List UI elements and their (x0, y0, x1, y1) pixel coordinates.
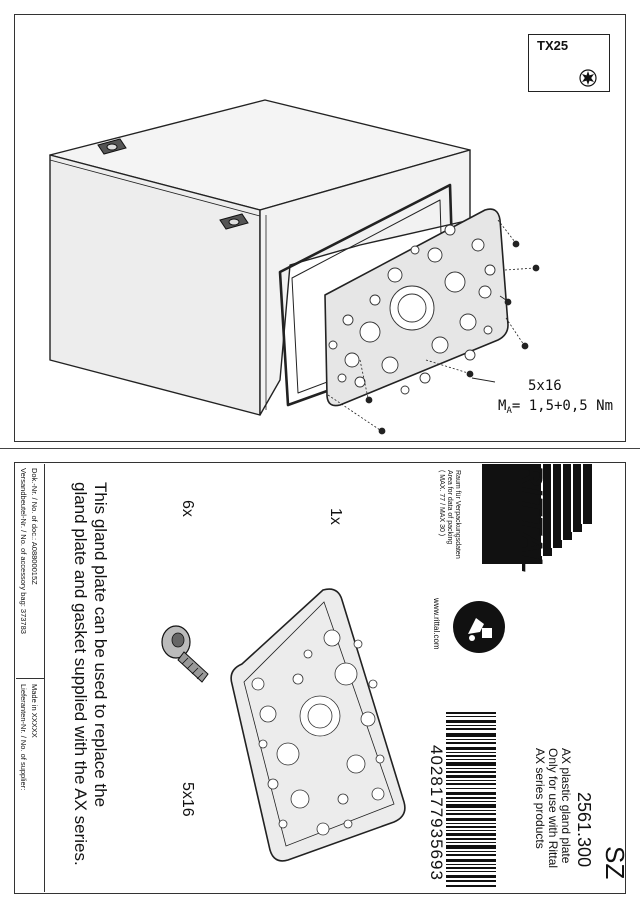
rittal-logo (478, 464, 618, 564)
torque-spec: MA= 1,5+0,5 Nm (498, 398, 614, 416)
tool-callout-box: TX25 (528, 34, 610, 92)
product-label-panel (14, 462, 626, 894)
packing-data-area: Raum für Verpackungsdaten Area for data … (438, 470, 461, 559)
website-url: www.rittal.com (432, 598, 441, 650)
barcode-number: 4028177935693 (427, 745, 446, 881)
brand-wordmark: RITTAL (515, 464, 548, 575)
ean-barcode (446, 712, 496, 887)
origin-supplier-info: Made in XXXXX Lieferanten-Nr. / No. of s… (19, 684, 39, 791)
gland-plate-illustration (230, 588, 406, 862)
screw-torque-callout: 5x16 MA= 1,5+0,5 Nm (498, 376, 613, 418)
screw-illustration (161, 625, 209, 683)
document-info-strip (16, 464, 45, 892)
info-badge-icon (453, 601, 505, 653)
enclosure-illustration (49, 99, 540, 435)
document-numbers: Dok.-Nr. / No. of doc.: A08800015Z Versa… (19, 468, 39, 634)
product-description: AX plastic gland plate Only for use with… (533, 748, 573, 869)
product-code: SZ (600, 846, 630, 880)
assembly-drawing-panel (14, 14, 626, 442)
tool-label: TX25 (537, 38, 569, 53)
screw-size-label: 5x16 (179, 782, 196, 817)
part-number: 2561.300 (574, 792, 594, 868)
plate-quantity: 1x (327, 508, 344, 525)
torx-star-icon (579, 69, 597, 87)
document-info-divider (16, 678, 44, 679)
screw-quantity: 6x (179, 500, 196, 517)
usage-note: This gland plate can be used to replace … (71, 482, 110, 866)
fold-divider (0, 448, 640, 449)
screw-spec-label: 5x16 (528, 378, 562, 394)
